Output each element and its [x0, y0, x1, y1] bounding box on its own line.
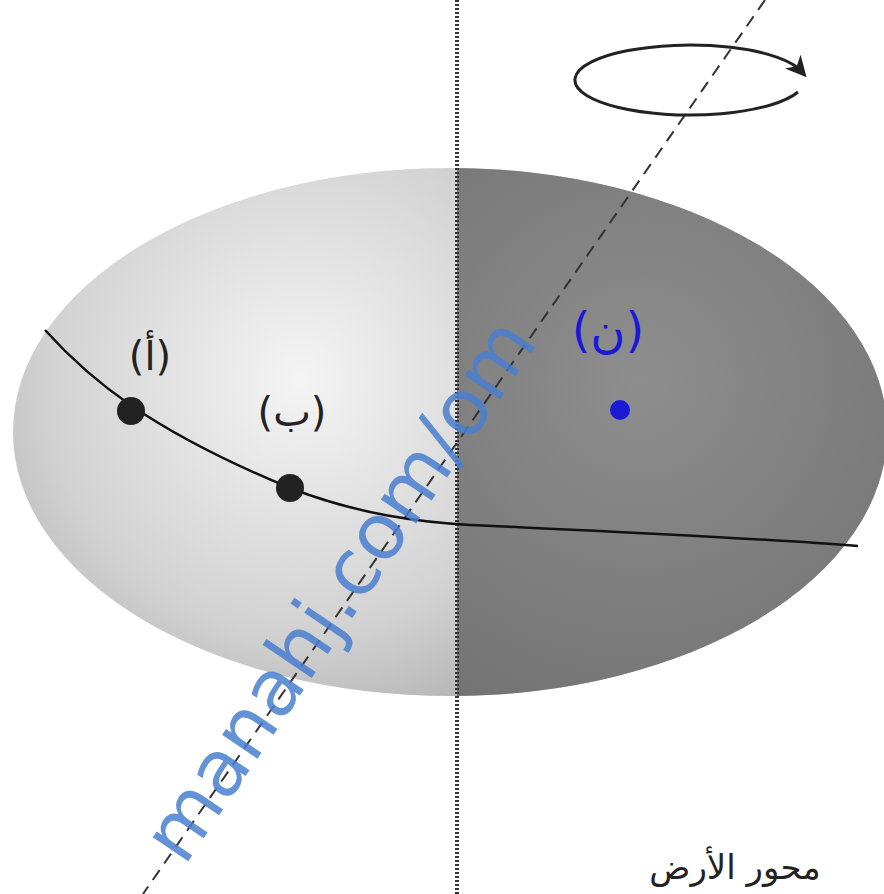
point-a — [117, 397, 145, 425]
point-n — [610, 400, 630, 420]
rotation-arrow — [575, 45, 801, 115]
point-b — [276, 474, 304, 502]
watermark: manahj.com/om — [127, 303, 552, 876]
earth-dark-half — [457, 168, 884, 696]
axis-label: محور الأرض — [649, 849, 820, 886]
point-label: (ب) — [258, 390, 327, 434]
point-label: (ن) — [572, 304, 645, 357]
point-label: (أ) — [129, 334, 171, 378]
